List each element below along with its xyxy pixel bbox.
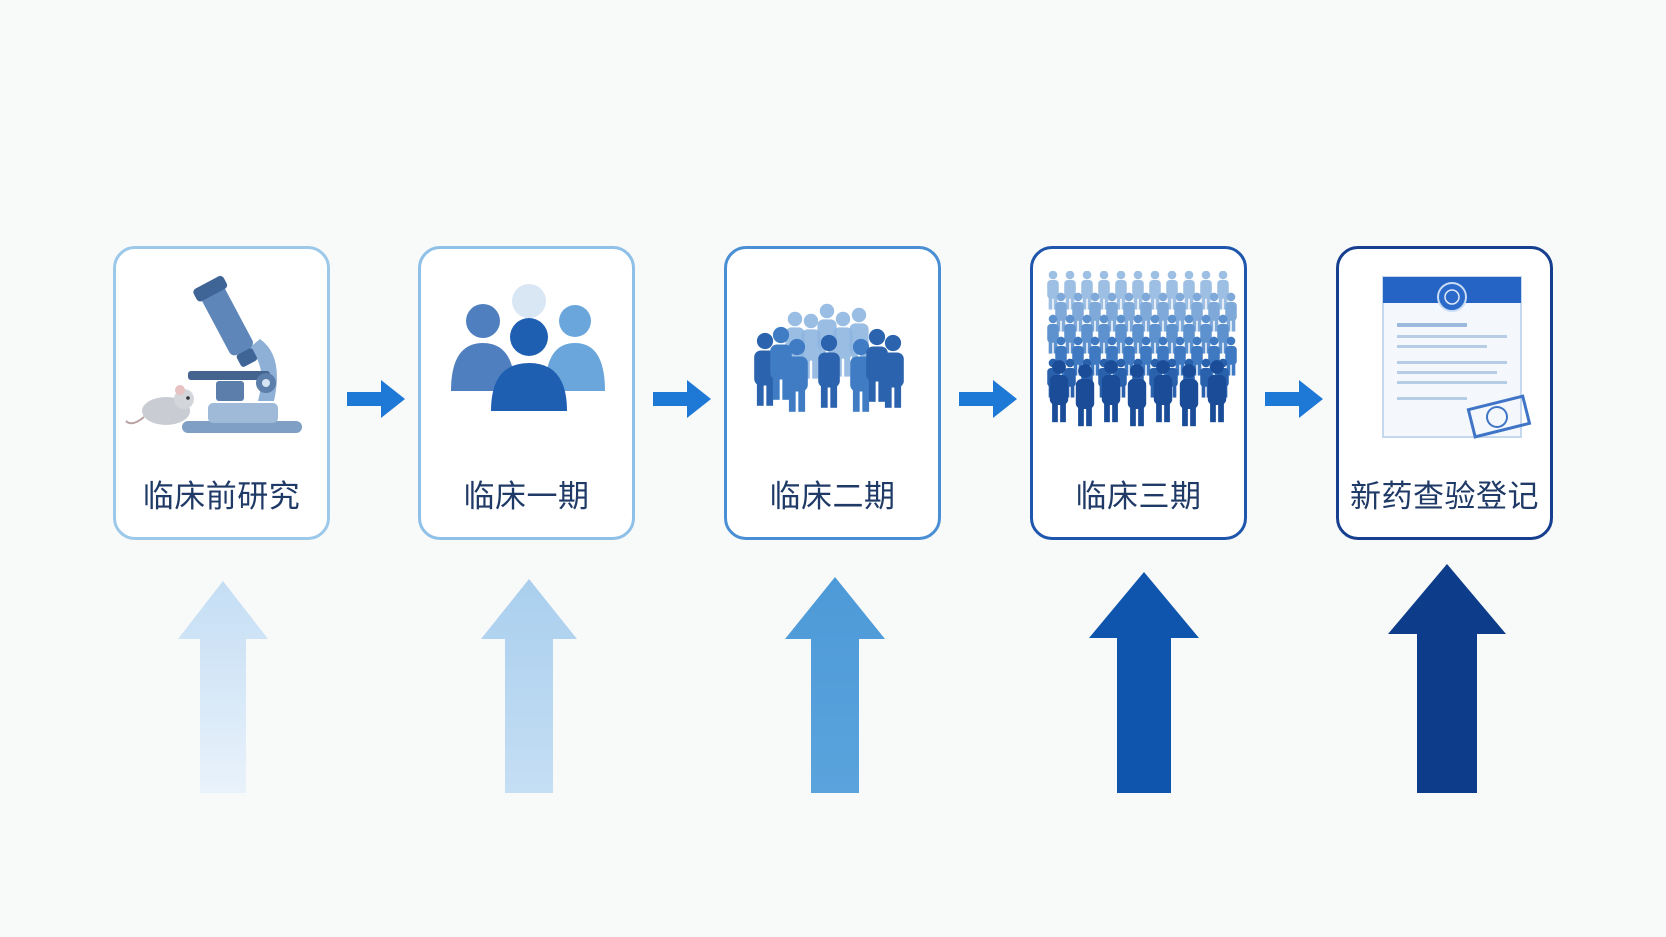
stage-card-nda: 新药查验登记 (1336, 246, 1553, 540)
growth-arrow-icon (1388, 564, 1506, 793)
flow-arrow-icon (1265, 378, 1323, 420)
stage-card-phase-1: 临床一期 (418, 246, 635, 540)
stage-card-phase-2: 临床二期 (724, 246, 941, 540)
stage-card-phase-3: 临床三期 (1030, 246, 1247, 540)
certificate-icon (1382, 276, 1532, 439)
flow-arrow-icon (653, 378, 711, 420)
flow-arrow-icon (347, 378, 405, 420)
growth-arrow-icon (178, 581, 268, 793)
stage-label: 临床前研究 (142, 479, 301, 515)
stage-card-preclinical: 临床前研究 (113, 246, 330, 540)
stage-label: 临床一期 (463, 479, 590, 515)
stage-label: 新药查验登记 (1350, 479, 1539, 515)
growth-arrow-icon (481, 579, 577, 793)
stage-label: 临床三期 (1075, 479, 1202, 515)
growth-arrow-icon (1089, 572, 1199, 793)
small-group-icon (451, 284, 605, 411)
flow-arrow-icon (959, 378, 1017, 420)
medium-group-icon (754, 303, 904, 412)
microscope-icon (125, 275, 302, 433)
growth-arrow-icon (785, 577, 885, 793)
large-crowd-icon (1047, 271, 1237, 427)
stage-label: 临床二期 (769, 479, 896, 515)
